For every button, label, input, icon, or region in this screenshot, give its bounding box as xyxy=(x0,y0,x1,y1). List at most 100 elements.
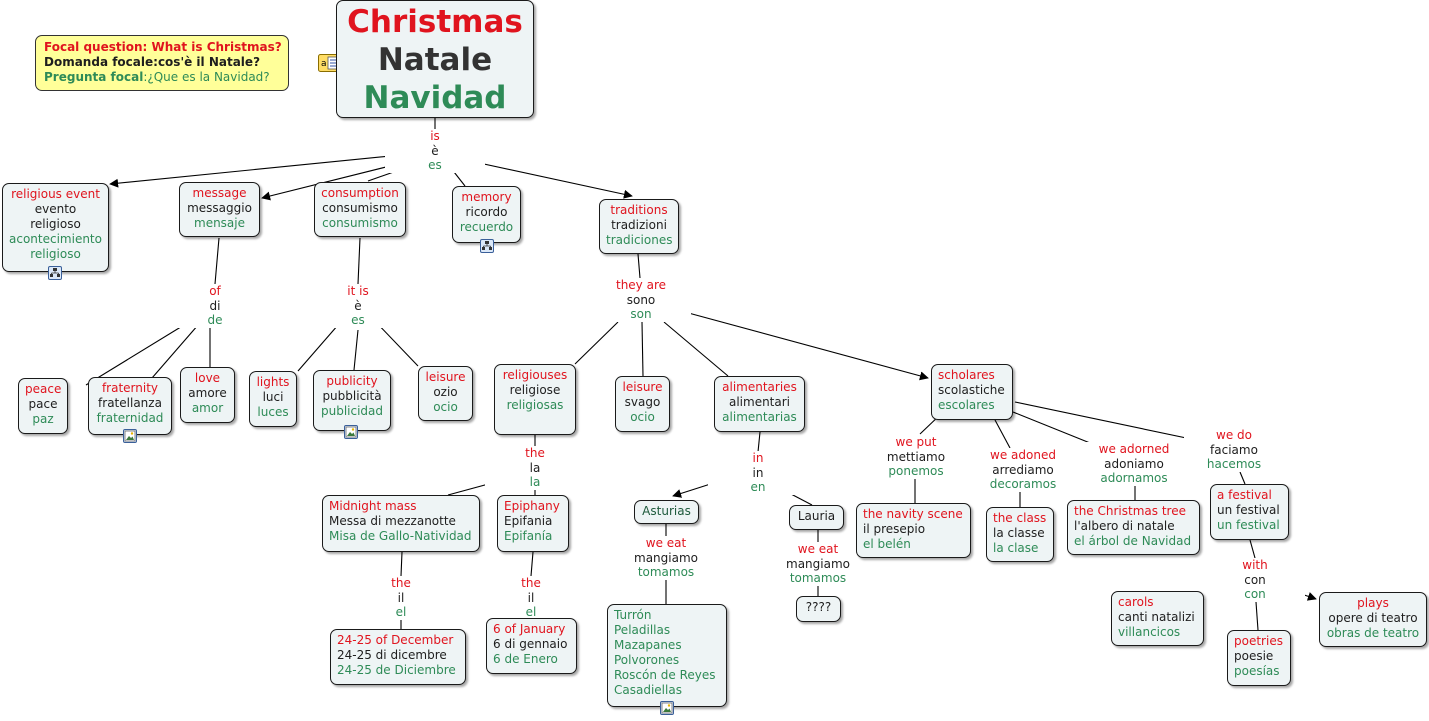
node-midnight-mass[interactable]: Midnight mass Messa di mezzanotte Misa d… xyxy=(322,495,480,552)
link-it: con xyxy=(1244,572,1266,587)
node-es: recuerdo xyxy=(459,220,514,234)
focal-question-spanish-label: Pregunta focal xyxy=(44,70,144,84)
node-december-date[interactable]: 24-25 of December 24-25 di dicembre 24-2… xyxy=(330,629,466,685)
node-publicity[interactable]: publicity pubblicità publicidad xyxy=(313,370,391,431)
link-es: son xyxy=(630,307,652,321)
node-it: luci xyxy=(262,390,284,404)
node-es: el árbol de Navidad xyxy=(1074,534,1192,548)
node-message[interactable]: message messaggio mensaje xyxy=(179,182,260,237)
node-unknown-food[interactable]: ???? xyxy=(796,596,841,622)
node-es: publicidad xyxy=(320,404,384,418)
link-it: è xyxy=(431,143,439,158)
node-it: 6 di gennaio xyxy=(493,637,568,651)
link-en: they are xyxy=(615,278,666,292)
link-en: is xyxy=(430,129,440,143)
node-the-class[interactable]: the class la classe la clase xyxy=(986,507,1054,562)
node-en: religious event xyxy=(11,187,100,201)
link-en: we adorned xyxy=(1098,442,1170,456)
node-en: love xyxy=(194,371,221,385)
image-icon[interactable] xyxy=(660,701,674,715)
main-concept-christmas[interactable]: Christmas Natale Navidad xyxy=(336,0,534,118)
node-it: la classe xyxy=(993,526,1045,540)
link-it: di xyxy=(209,298,221,313)
image-icon[interactable] xyxy=(123,429,137,443)
link-en: in xyxy=(752,451,764,465)
node-en: consumption xyxy=(321,186,399,200)
node-it: canti natalizi xyxy=(1118,610,1195,624)
node-it: amore xyxy=(188,386,227,400)
node-es: Epifanía xyxy=(504,529,553,543)
node-es: amor xyxy=(191,401,224,415)
concept-map-icon[interactable] xyxy=(480,239,494,253)
node-es: consumismo xyxy=(322,216,398,230)
node-leisure-ozio[interactable]: leisure ozio ocio xyxy=(418,366,473,421)
link-es: es xyxy=(351,313,365,327)
node-epiphany[interactable]: Epiphany Epifania Epifanía xyxy=(497,495,569,552)
link-it: adoniamo xyxy=(1104,456,1164,471)
link-it: mangiamo xyxy=(634,550,698,565)
node-love[interactable]: love amore amor xyxy=(180,367,235,423)
node-it: opere di teatro xyxy=(1328,611,1418,625)
node-en: leisure xyxy=(425,370,466,384)
node-es: ocio xyxy=(433,400,458,414)
link-en: we put xyxy=(895,435,937,449)
node-en: Epiphany xyxy=(504,499,560,513)
link-it: è xyxy=(354,298,362,313)
node-leisure-svago[interactable]: leisure svago ocio xyxy=(615,376,670,432)
link-es: con xyxy=(1244,587,1266,601)
node-it: consumismo xyxy=(322,201,398,215)
link-it: la xyxy=(529,460,541,475)
node-fraternity[interactable]: fraternity fratellanza fraternidad xyxy=(88,377,172,435)
link-es: es xyxy=(428,158,442,172)
node-en: 6 of January xyxy=(493,622,566,636)
node-asturias[interactable]: Asturias xyxy=(634,500,699,524)
link-it: faciamo xyxy=(1210,442,1258,457)
concept-map-icon[interactable] xyxy=(48,266,62,280)
node-en: message xyxy=(192,186,247,200)
link-es: de xyxy=(207,313,223,327)
link-es: la xyxy=(529,475,541,489)
node-es: tradiciones xyxy=(606,233,673,247)
link-it-is: it is è es xyxy=(308,284,408,328)
node-lauria[interactable]: Lauria xyxy=(789,505,844,530)
title-english: Christmas xyxy=(347,4,523,40)
node-plays[interactable]: plays opere di teatro obras de teatro xyxy=(1319,592,1427,647)
node-en: 24-25 of December xyxy=(337,633,454,647)
node-consumption[interactable]: consumption consumismo consumismo xyxy=(314,182,406,237)
link-we-eat: we eat mangiamo tomamos xyxy=(616,536,716,580)
node-lights[interactable]: lights luci luces xyxy=(249,371,297,427)
node-january-date[interactable]: 6 of January 6 di gennaio 6 de Enero xyxy=(486,618,577,674)
focal-question-box: Focal question: What is Christmas? Doman… xyxy=(35,35,289,91)
node-en: publicity xyxy=(326,374,378,388)
link-es: ponemos xyxy=(888,464,944,478)
node-asturias-foods[interactable]: Turrón Peladillas Mazapanes Polvorones R… xyxy=(607,604,727,707)
node-es: villancicos xyxy=(1118,625,1181,639)
node-navity-scene[interactable]: the navity scene il presepio el belén xyxy=(856,503,971,558)
node-memory[interactable]: memory ricordo recuerdo xyxy=(452,186,521,243)
link-es: el xyxy=(395,605,407,619)
node-es: religioso xyxy=(30,247,81,261)
node-christmas-tree[interactable]: the Christmas tree l'albero di natale el… xyxy=(1067,500,1200,555)
link-in: in in en xyxy=(708,451,808,495)
image-icon[interactable] xyxy=(344,425,358,439)
node-scholares[interactable]: scholares scolastiche escolares xyxy=(931,364,1013,420)
svg-text:a: a xyxy=(321,59,327,69)
node-carols[interactable]: carols canti natalizi villancicos xyxy=(1111,591,1204,646)
node-en: traditions xyxy=(610,203,668,217)
node-it: ozio xyxy=(433,385,458,399)
node-alimentaries[interactable]: alimentaries alimentari alimentarias xyxy=(714,376,805,432)
link-en: the xyxy=(525,446,545,460)
link-it: mangiamo xyxy=(786,556,850,571)
node-festival[interactable]: a festival un festival un festival xyxy=(1210,484,1289,540)
node-en: the navity scene xyxy=(863,507,963,521)
node-peace[interactable]: peace pace paz xyxy=(18,378,68,434)
node-en: Midnight mass xyxy=(329,499,417,513)
node-religiouses[interactable]: religiouses religiose religiosas xyxy=(494,364,576,435)
node-religious-event[interactable]: religious event evento religioso acontec… xyxy=(2,183,109,272)
node-traditions[interactable]: traditions tradizioni tradiciones xyxy=(599,199,679,254)
node-es: luces xyxy=(257,405,289,419)
node-poetries[interactable]: poetries poesie poesías xyxy=(1227,630,1291,686)
link-es: tomamos xyxy=(637,565,695,579)
node-en: lights xyxy=(256,375,290,389)
